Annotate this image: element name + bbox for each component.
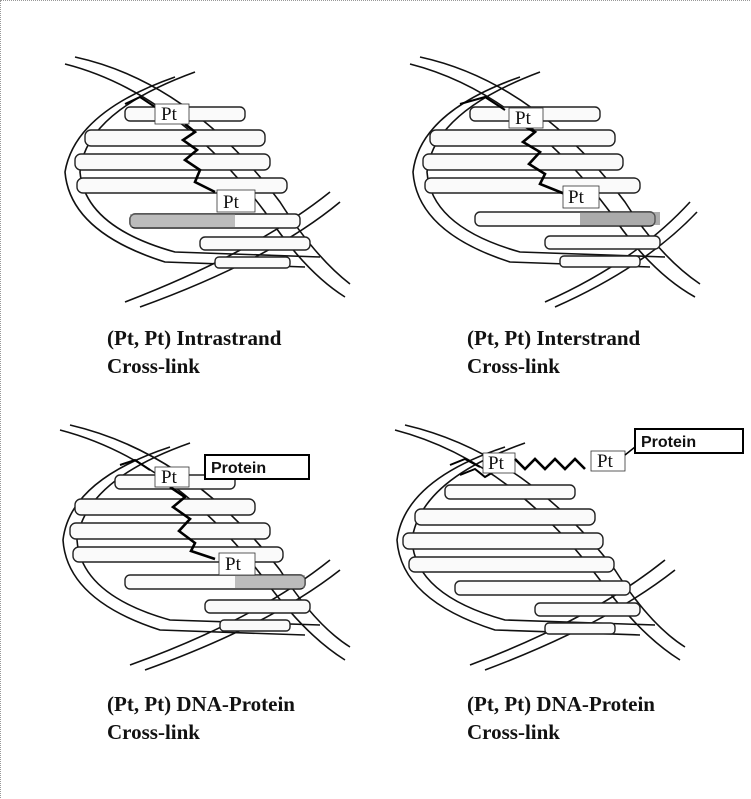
- caption-dna-protein-right: (Pt, Pt) DNA-Protein Cross-link: [467, 690, 655, 746]
- caption-intrastrand: (Pt, Pt) Intrastrand Cross-link: [107, 324, 281, 380]
- pt-label-1: Pt: [161, 104, 178, 125]
- dna-helix-dna-protein-right: Pt Pt Protein: [385, 425, 705, 675]
- dna-helix-dna-protein-left: Pt Protein Pt: [55, 425, 355, 675]
- caption-interstrand: (Pt, Pt) Interstrand Cross-link: [467, 324, 640, 380]
- pt-label-1: Pt: [161, 467, 178, 488]
- caption-dna-protein-left: (Pt, Pt) DNA-Protein Cross-link: [107, 690, 295, 746]
- pt-label-2: Pt: [225, 554, 242, 575]
- dna-helix-intrastrand: Pt Pt: [55, 52, 355, 312]
- pt-label-2: Pt: [223, 192, 240, 213]
- pt-label-1: Pt: [488, 453, 505, 474]
- pt-label-2: Pt: [597, 451, 614, 472]
- protein-label: Protein: [641, 434, 696, 451]
- dna-helix-interstrand: Pt Pt: [405, 52, 705, 312]
- pt-label-2: Pt: [568, 187, 585, 208]
- pt-label-1: Pt: [515, 108, 532, 129]
- protein-label: Protein: [211, 460, 266, 477]
